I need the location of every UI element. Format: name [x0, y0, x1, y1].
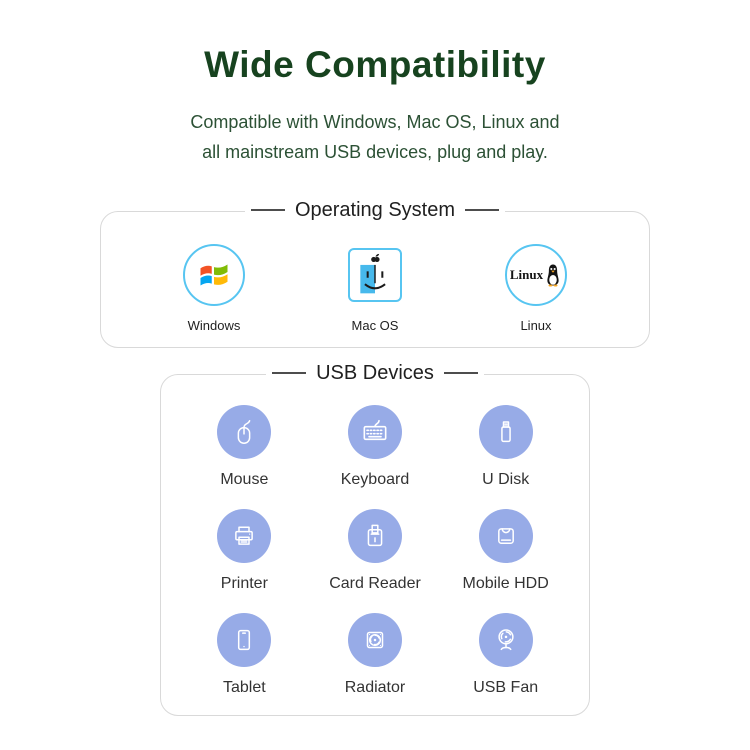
os-label-macos: Mac OS — [351, 318, 399, 334]
device-tablet: Tablet — [179, 613, 310, 697]
device-label: USB Fan — [473, 679, 539, 697]
mobile-hdd-icon — [478, 509, 533, 564]
usb-devices-legend: USB Devices — [161, 361, 589, 385]
radiator-icon — [347, 613, 402, 668]
os-item-windows: Windows — [149, 242, 279, 333]
device-usb-fan: USB Fan — [440, 613, 571, 697]
usb-devices-title: USB Devices — [266, 361, 484, 385]
os-item-macos: Mac OS — [310, 242, 440, 333]
mouse-icon — [217, 405, 272, 460]
operating-system-panel: Operating System Windows — [100, 198, 650, 349]
udisk-icon — [478, 405, 533, 460]
device-label: Card Reader — [329, 575, 421, 593]
device-printer: Printer — [179, 509, 310, 593]
os-label-windows: Windows — [187, 318, 241, 334]
linux-badge: Linux — [505, 244, 567, 307]
device-label: U Disk — [482, 471, 530, 489]
tablet-icon — [217, 613, 272, 668]
subtitle-line-2: all mainstream USB devices, plug and pla… — [202, 141, 548, 162]
os-label-linux: Linux — [520, 318, 552, 334]
device-udisk: U Disk — [440, 405, 571, 489]
device-mobile-hdd: Mobile HDD — [440, 509, 571, 593]
os-icon-slot — [348, 242, 402, 308]
macos-finder-icon — [348, 248, 402, 303]
card-reader-icon — [347, 509, 402, 564]
os-item-linux: Linux Linu — [471, 242, 601, 333]
printer-icon — [217, 509, 272, 564]
os-icon-slot — [183, 242, 245, 308]
os-icon-slot: Linux — [505, 242, 567, 308]
os-items-row: Windows — [149, 242, 601, 333]
device-label: Mouse — [220, 471, 269, 489]
linux-icon-text: Linux — [509, 267, 544, 283]
device-label: Mobile HDD — [462, 575, 549, 593]
page-title: Wide Compatibility — [204, 44, 546, 85]
device-label: Keyboard — [340, 471, 410, 489]
device-label: Tablet — [222, 679, 266, 697]
operating-system-title: Operating System — [244, 198, 506, 222]
device-mouse: Mouse — [179, 405, 310, 489]
usb-devices-panel: USB Devices Mouse — [160, 361, 590, 717]
usb-devices-grid: Mouse Keyboard — [179, 405, 571, 697]
operating-system-legend: Operating System — [101, 198, 649, 222]
page-subtitle: Compatible with Windows, Mac OS, Linux a… — [0, 108, 750, 167]
usb-fan-icon — [478, 613, 533, 668]
device-label: Printer — [220, 575, 268, 593]
subtitle-line-1: Compatible with Windows, Mac OS, Linux a… — [190, 112, 560, 132]
device-card-reader: Card Reader — [310, 509, 441, 593]
device-label: Radiator — [344, 679, 406, 697]
device-keyboard: Keyboard — [310, 405, 441, 489]
device-radiator: Radiator — [310, 613, 441, 697]
windows-logo-icon — [183, 244, 245, 307]
keyboard-icon — [347, 405, 402, 460]
linux-tux-icon — [547, 264, 559, 287]
